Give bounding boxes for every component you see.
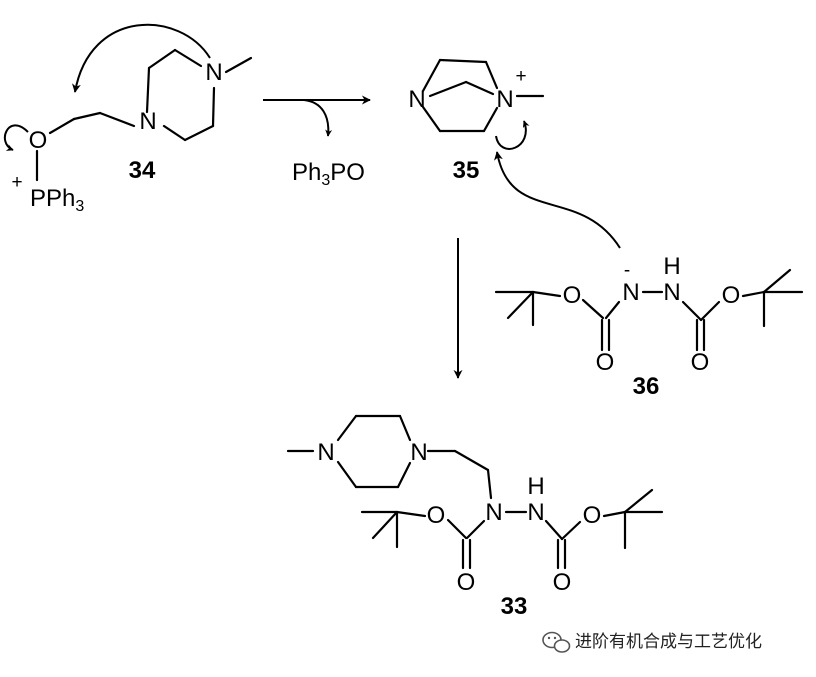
atom-o-carbonyl-right: O <box>553 569 572 596</box>
compound-35-bonds <box>421 58 545 133</box>
atom-p: P <box>30 185 46 212</box>
byproduct-ph3po: Ph3PO <box>292 159 365 189</box>
compound-35: N N + 35 <box>408 58 545 184</box>
atom-n-quaternary: N <box>496 86 513 113</box>
compound-label-34: 34 <box>129 157 156 184</box>
atom-ph: Ph <box>46 185 75 212</box>
atom-n-methyl: N <box>317 439 334 466</box>
atom-o-oxyphosphonium: O <box>29 127 48 154</box>
compound-label-33: 33 <box>501 593 528 620</box>
curved-arrow-nucleophilic-attack <box>493 151 621 249</box>
compound-34-bonds <box>35 48 253 182</box>
curved-arrow-bond-cleavage <box>495 120 530 150</box>
compound-36: O - N H N O O O 36 <box>494 253 804 400</box>
atom-n-anionic: N <box>622 279 639 306</box>
atom-n-methyl: N <box>205 59 222 86</box>
compound-34: N N O + PPh3 34 <box>11 48 253 215</box>
byproduct-subscript: 3 <box>321 172 330 189</box>
group-pph3: PPh3 <box>30 185 84 215</box>
byproduct-prefix: Ph <box>292 159 321 186</box>
atom-h-nh: H <box>527 473 544 500</box>
atom-n-amine: N <box>410 439 427 466</box>
byproduct-suffix: PO <box>330 159 365 186</box>
curved-arrow-oxygen-lone-pair <box>3 124 29 151</box>
compound-label-36: 36 <box>633 373 660 400</box>
watermark: 进阶有机合成与工艺优化 <box>542 631 762 653</box>
atom-h-nh: H <box>663 253 680 280</box>
atom-o-carbonyl-left: O <box>457 569 476 596</box>
charge-plus-phosphorus: + <box>11 172 22 193</box>
atom-o-ester-left: O <box>563 282 582 309</box>
watermark-text: 进阶有机合成与工艺优化 <box>575 632 762 651</box>
compound-label-35: 35 <box>453 157 480 184</box>
atom-o-carbonyl-right: O <box>691 349 710 376</box>
compound-33-bonds <box>286 414 664 570</box>
wechat-icon <box>542 631 571 653</box>
atom-o-carbonyl-left: O <box>596 349 615 376</box>
charge-plus-ammonium: + <box>515 66 526 87</box>
charge-minus-nitrogen: - <box>624 260 630 281</box>
atom-o-ester-right: O <box>722 282 741 309</box>
atom-n-amine: N <box>139 108 156 135</box>
curved-arrow-byproduct-loss <box>303 99 333 137</box>
compound-33: N N O N H N O O O 33 <box>286 414 664 620</box>
atom-o-ester-left: O <box>427 502 446 529</box>
compound-36-bonds <box>494 268 804 352</box>
atom-n-nh: N <box>663 279 680 306</box>
atom-o-ester-right: O <box>583 502 602 529</box>
atom-n-bridgehead: N <box>408 86 425 113</box>
atom-n-substituted: N <box>485 499 502 526</box>
curved-arrow-n-attack <box>72 23 211 93</box>
subscript-3: 3 <box>75 198 84 215</box>
atom-n-nh: N <box>527 499 544 526</box>
